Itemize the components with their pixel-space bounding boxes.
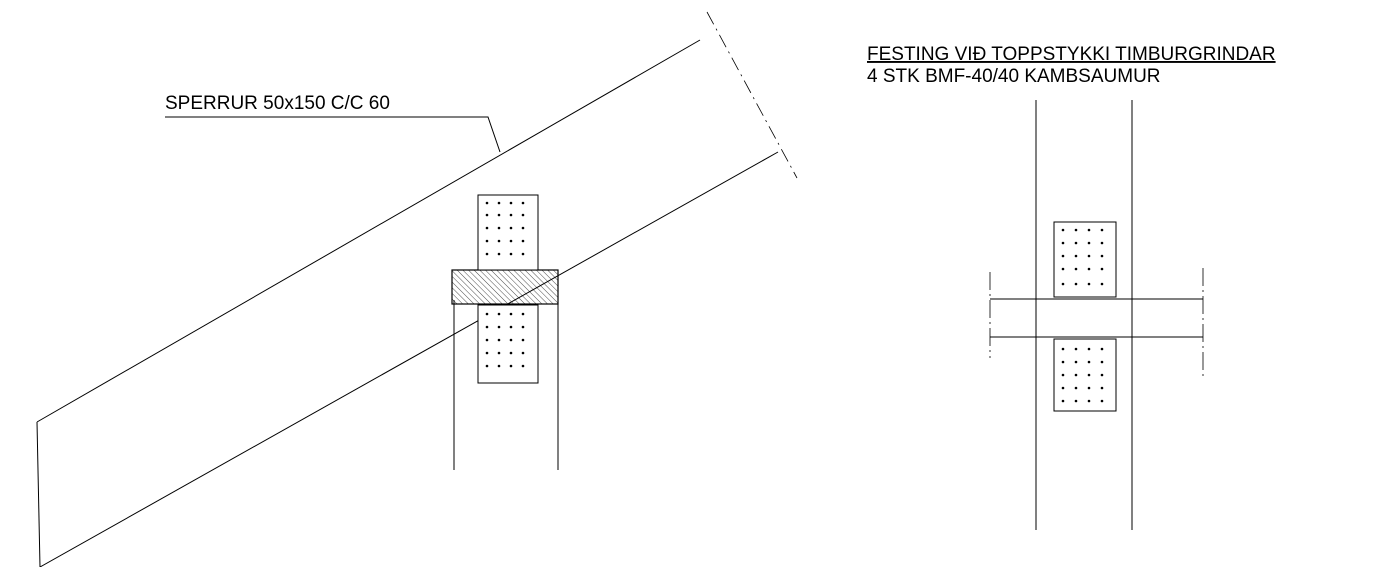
rafter-break-line bbox=[706, 11, 798, 179]
rafter-top-edge bbox=[36, 39, 701, 423]
top-plate-section bbox=[451, 269, 559, 305]
section-nail-plate-upper bbox=[1053, 221, 1117, 298]
rafter-elevation-view: SPERRUR 50x150 C/C 60 bbox=[36, 11, 798, 567]
detail-title: FESTING VIÐ TOPPSTYKKI TIMBURGRINDAR bbox=[867, 44, 1276, 65]
nail-plate-lower bbox=[477, 304, 539, 384]
section-nail-plate-lower bbox=[1053, 338, 1117, 412]
detail-subtitle: 4 STK BMF-40/40 KAMBSAUMUR bbox=[867, 66, 1161, 87]
section-nail-plate-upper-nails bbox=[1061, 228, 1104, 286]
rafter-leader-line bbox=[165, 116, 501, 153]
nail-plate-upper-nails bbox=[485, 201, 525, 256]
rafter-end-line bbox=[36, 421, 41, 567]
section-nail-plate-lower-nails bbox=[1061, 347, 1104, 403]
rafter-bottom-edge bbox=[39, 151, 779, 567]
post-section-view: FESTING VIÐ TOPPSTYKKI TIMBURGRINDAR 4 S… bbox=[867, 44, 1276, 530]
nail-plate-upper bbox=[477, 194, 539, 271]
nail-plate-lower-nails bbox=[485, 312, 525, 368]
rafter-label: SPERRUR 50x150 C/C 60 bbox=[165, 93, 390, 114]
